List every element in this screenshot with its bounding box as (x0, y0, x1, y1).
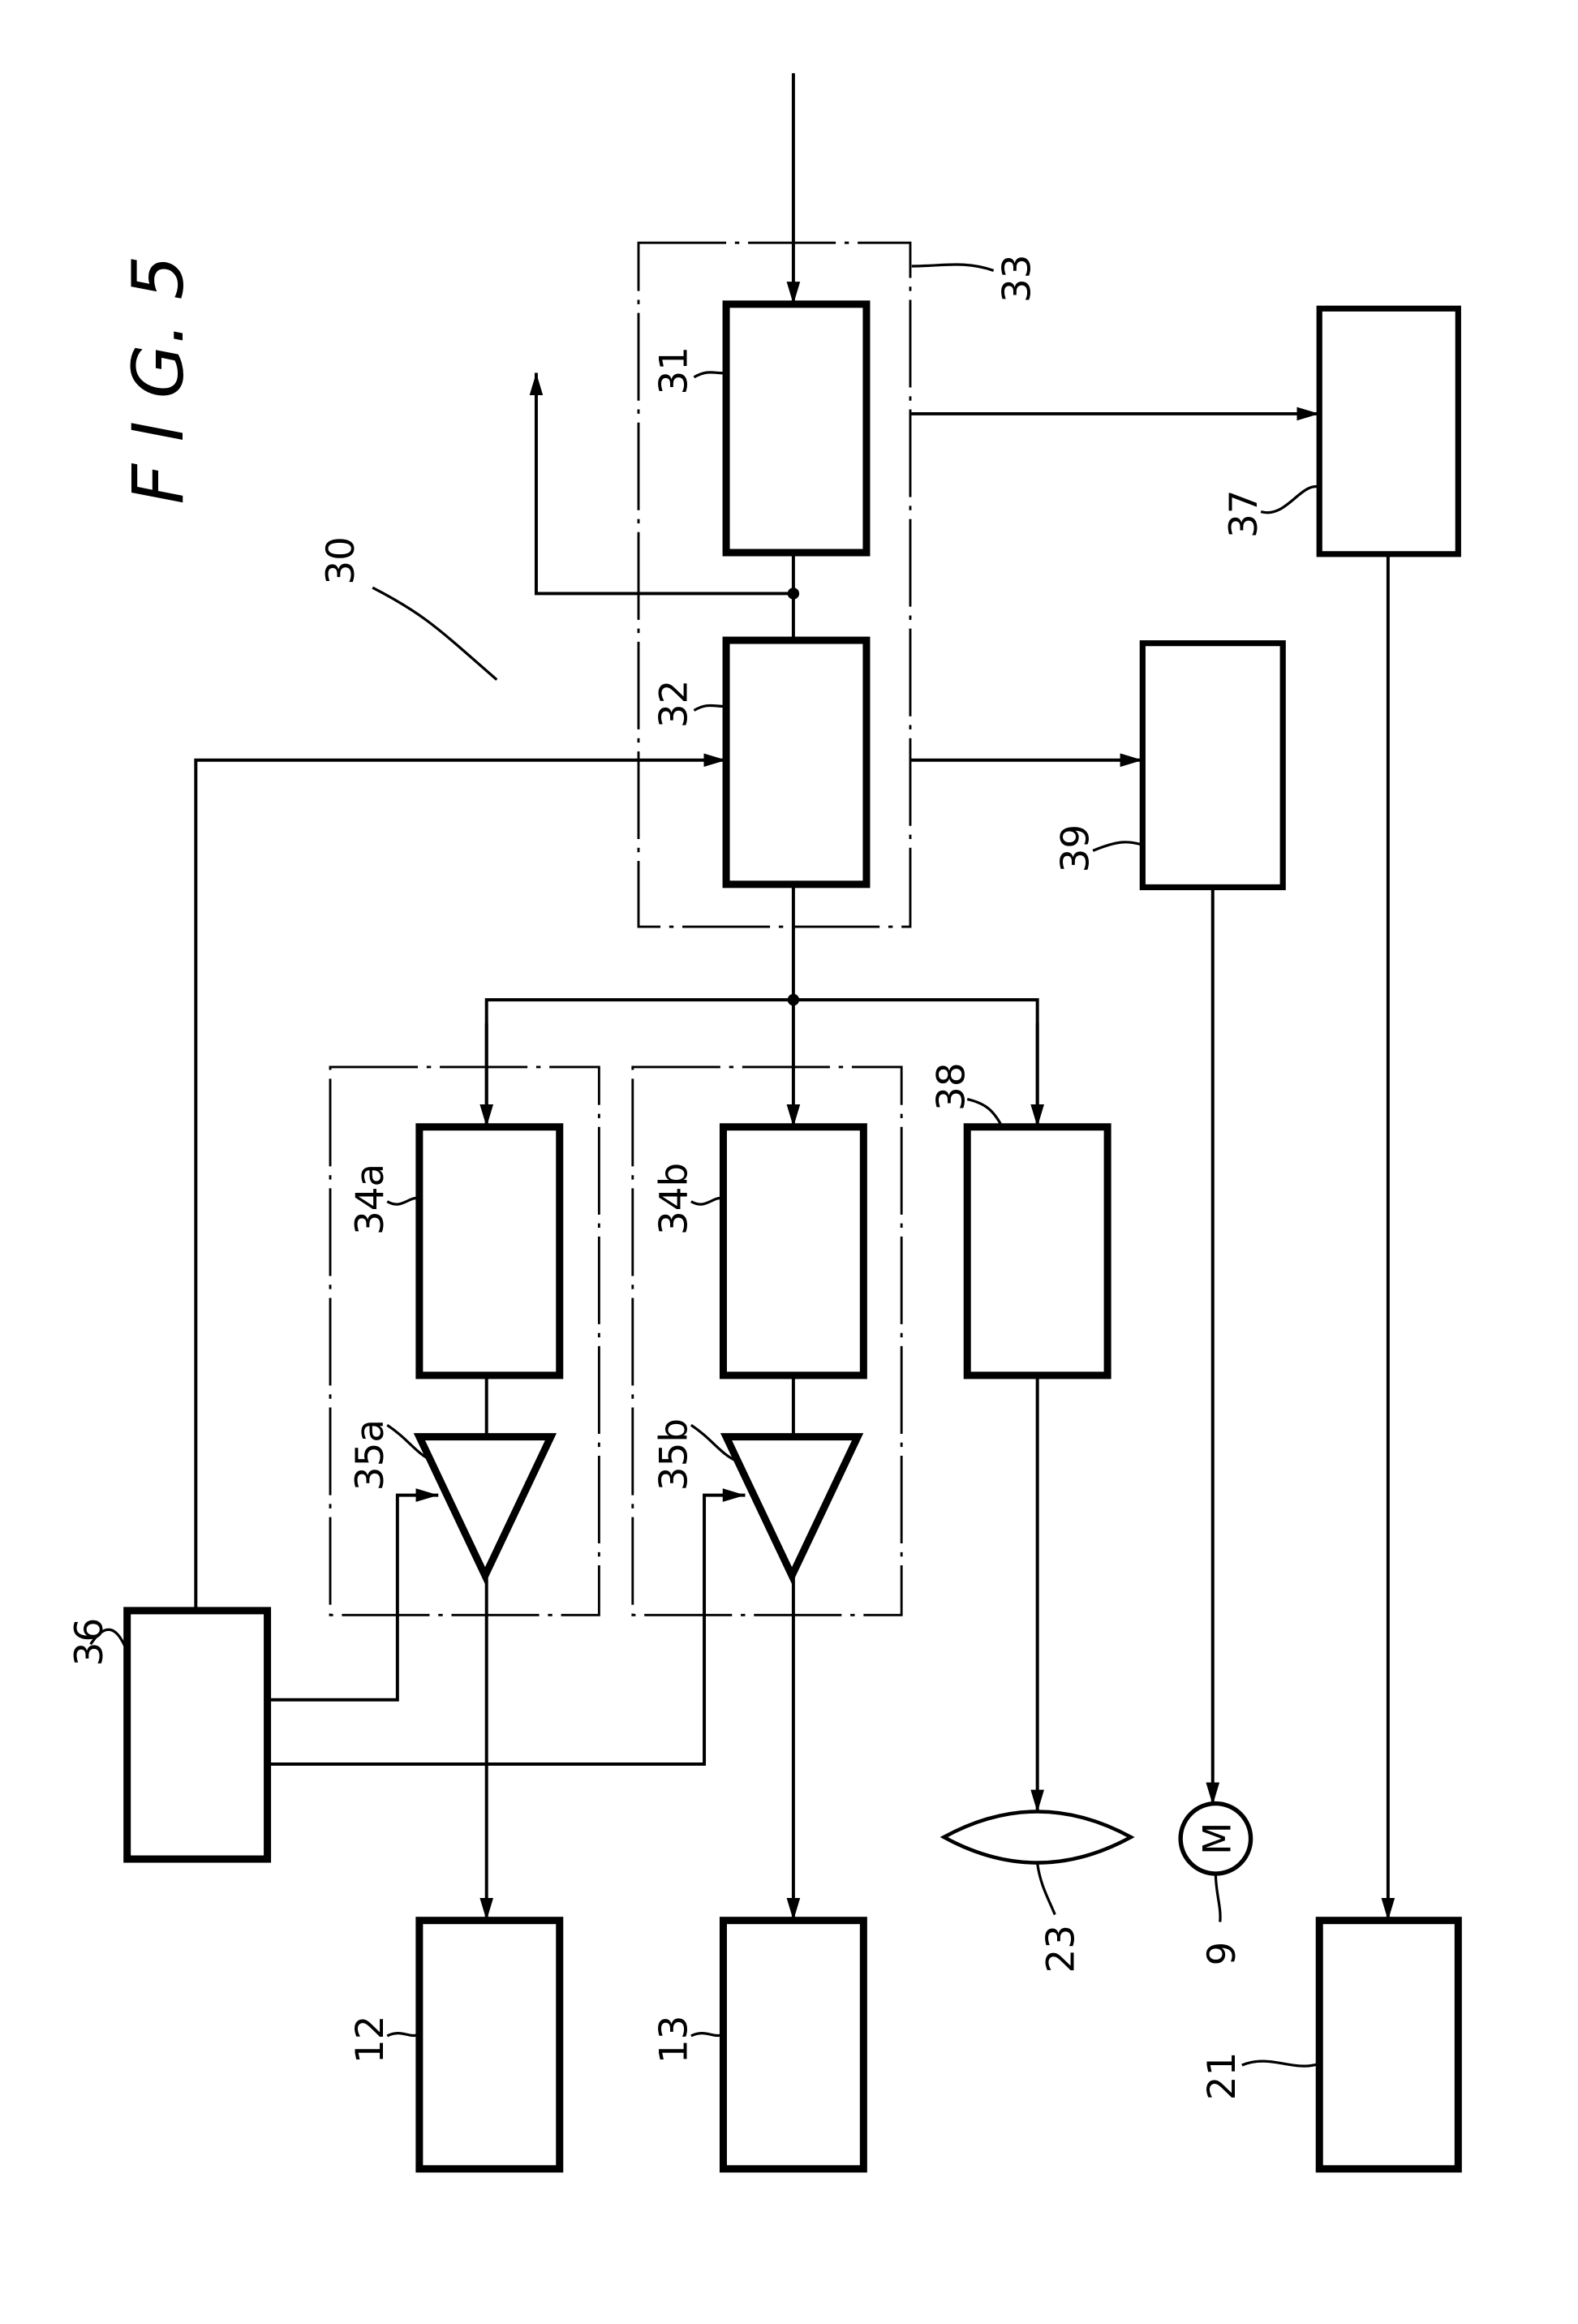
label-38: 38 (931, 1062, 974, 1111)
label-33: 33 (996, 254, 1040, 303)
block-39 (1142, 643, 1283, 888)
label-23: 23 (1040, 1925, 1084, 1973)
figure-title: F I G. 5 (118, 255, 200, 504)
leader-33 (912, 265, 994, 270)
leader-9 (1215, 1874, 1220, 1922)
label-37: 37 (1223, 489, 1266, 538)
block-32 (726, 640, 866, 884)
label-34b: 34b (652, 1163, 696, 1235)
leader-37 (1261, 487, 1319, 513)
block-38 (967, 1127, 1107, 1375)
block-21 (1319, 1921, 1458, 2169)
leader-21 (1242, 2061, 1319, 2066)
block-34b (723, 1127, 863, 1375)
amplifier-35a (419, 1437, 551, 1576)
block-12 (419, 1921, 560, 2169)
label-12: 12 (349, 2016, 393, 2064)
label-30: 30 (320, 536, 363, 585)
leader-32 (694, 705, 726, 710)
leader-31 (694, 372, 726, 377)
block-13 (723, 1921, 863, 2169)
motor-symbol: M (1196, 1823, 1240, 1855)
leader-30 (372, 587, 497, 679)
block-37 (1319, 308, 1458, 554)
label-35b: 35b (652, 1418, 696, 1491)
label-34a: 34a (349, 1164, 393, 1235)
label-21: 21 (1201, 2052, 1245, 2101)
amplifier-35b (726, 1437, 858, 1576)
label-36: 36 (68, 1618, 112, 1667)
block-31 (726, 304, 866, 553)
wire-36-35a (268, 1496, 439, 1700)
leader-23 (1038, 1863, 1056, 1914)
label-32: 32 (652, 680, 696, 729)
block-34a (419, 1127, 560, 1375)
label-39: 39 (1055, 824, 1099, 873)
lens-23 (944, 1812, 1131, 1863)
label-9: 9 (1201, 1942, 1245, 1966)
label-35a: 35a (349, 1419, 393, 1491)
label-13: 13 (652, 2016, 696, 2064)
leader-39 (1093, 842, 1142, 851)
block-36 (127, 1611, 268, 1859)
label-31: 31 (652, 346, 696, 395)
